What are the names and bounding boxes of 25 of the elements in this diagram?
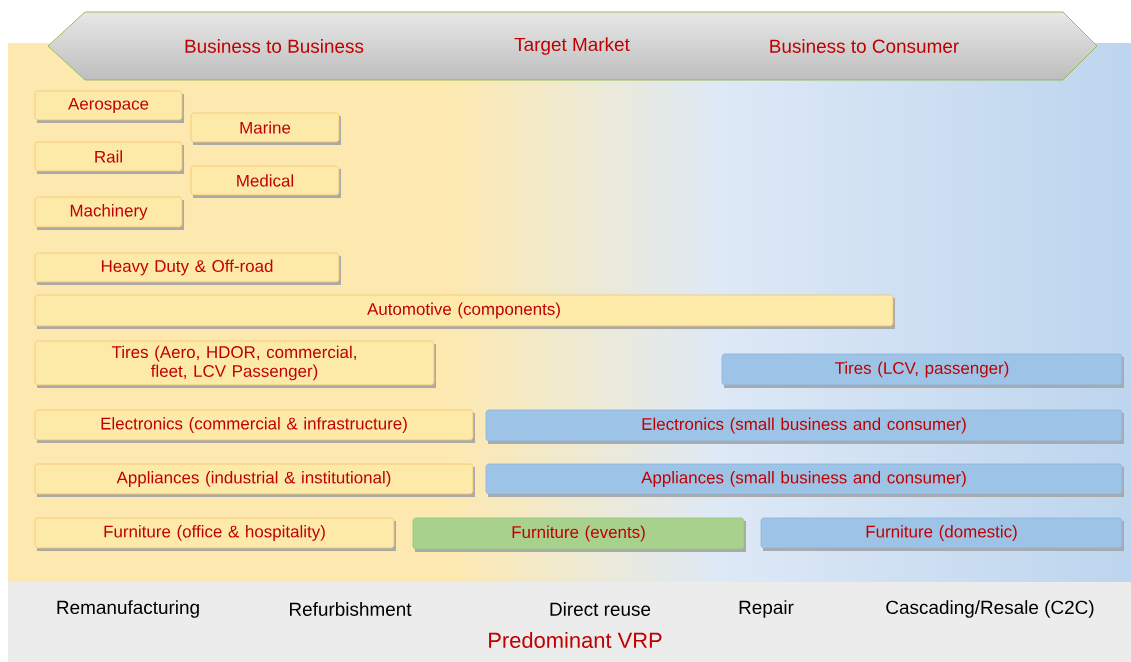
category-box: Marine xyxy=(190,112,341,145)
category-box: Rail xyxy=(34,141,184,174)
process-label: Repair xyxy=(739,600,794,618)
category-box: Machinery xyxy=(34,196,184,230)
category-box: Furniture (domestic) xyxy=(760,517,1124,551)
category-box: Medical xyxy=(190,165,341,198)
category-box: Furniture (office & hospitality) xyxy=(34,517,396,551)
process-label: Direct reuse xyxy=(550,602,651,616)
category-box: Electronics (small business and consumer) xyxy=(485,409,1124,444)
category-box: Tires (LCV, passenger) xyxy=(721,353,1124,388)
category-box: Appliances (industrial & institutional) xyxy=(34,463,475,497)
banner-label: Target Market xyxy=(514,37,630,55)
category-box: Appliances (small business and consumer) xyxy=(485,463,1124,497)
process-label: Cascading/Resale (C2C) xyxy=(886,600,1094,618)
category-box: Aerospace xyxy=(34,90,184,123)
category-box: Tires (Aero, HDOR, commercial, fleet, LCV Passenger) xyxy=(34,340,436,388)
category-box: Electronics (commercial & infrastructure) xyxy=(34,409,475,443)
category-box: Heavy Duty & Off-road xyxy=(34,252,341,285)
process-label: Remanufacturing xyxy=(57,600,199,618)
banner-label: Business to Business xyxy=(185,39,364,53)
process-label: Refurbishment xyxy=(290,602,412,616)
category-box: Automotive (components) xyxy=(34,294,895,329)
category-box: Furniture (events) xyxy=(412,517,746,552)
axis-title: Predominant VRP xyxy=(489,631,662,649)
banner-label: Business to Consumer xyxy=(770,39,959,53)
